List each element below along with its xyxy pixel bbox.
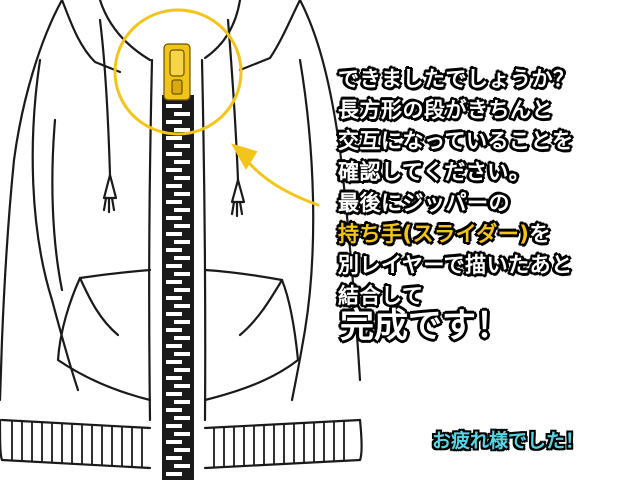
zipper-tooth [174,272,190,276]
left-sleeve-inner [31,58,80,392]
instruction-line: 交互になっていることを [338,129,574,153]
pointer-arrow [243,156,320,207]
zipper-tooth [166,376,182,380]
zipper-tooth [166,184,182,188]
instruction-line: 最後にジッパーの [338,191,510,215]
zipper-tooth [166,136,182,140]
zipper-tooth [174,352,190,356]
completion-text: 完成です！ [340,306,510,346]
instruction-line: 別レイヤーで描いたあと [338,253,573,277]
slider-highlight-text: 持ち手(スライダー) [338,222,530,246]
zipper-tooth [174,256,190,260]
zipper-tooth [174,336,190,340]
zipper-tooth [174,448,190,452]
zipper-tooth [174,288,190,292]
zipper-tooth [174,144,190,148]
zipper-tooth [166,200,182,204]
zipper-tooth [166,424,182,428]
highlight-circle [113,8,243,136]
zipper-tooth [174,416,190,420]
zipper-tooth [166,168,182,172]
instruction-line: 長方形の段がきちんと [338,98,553,122]
right-sleeve-inner [290,58,315,402]
zipper-tooth [174,432,190,436]
zipper-tooth [174,304,190,308]
instruction-line: 確認してください。 [338,160,531,184]
left-sleeve-fold [51,118,64,292]
zipper-tooth [166,296,182,300]
zipper-tooth [174,224,190,228]
zipper-tooth [166,232,182,236]
zipper-tooth [166,360,182,364]
zipper-tooth [166,456,182,460]
zipper-tooth [174,208,190,212]
seam-right [200,58,207,422]
zipper-tooth [166,152,182,156]
zipper-teeth [166,104,190,476]
zipper-tooth [174,464,190,468]
drawstring-left [98,18,112,177]
zipper-tooth [174,240,190,244]
zipper-tooth [166,312,182,316]
instruction-fragment: を [529,222,551,246]
waistband [0,418,362,470]
thanks-text: お疲れ様でした！ [432,430,585,452]
zipper-slider [163,43,191,101]
zipper-tooth [174,112,190,116]
zipper-tooth [166,280,182,284]
hood-outline [60,0,302,74]
zipper-tooth [174,160,190,164]
body-right-outline [298,0,362,382]
instruction-line: できましたでしょうか？ [338,67,575,91]
zipper-tooth [174,176,190,180]
zipper-tooth [166,104,182,108]
pocket-right [203,268,300,402]
zipper-tooth [166,120,182,124]
zipper-tooth [166,216,182,220]
instruction-line: 持ち手(スライダー)を [338,219,575,250]
zipper-tooth [166,472,182,476]
zipper-tooth [166,440,182,444]
zipper-tooth [174,128,190,132]
zipper-tooth [174,320,190,324]
seam-left [148,58,154,422]
zipper-tooth [166,392,182,396]
zipper-tooth [166,264,182,268]
zipper-tooth [166,408,182,412]
pocket-left [56,268,152,402]
body-left-outline [0,0,64,402]
zipper-tape [162,95,194,480]
zipper-tooth [166,344,182,348]
zipper-tooth [174,368,190,372]
zipper-tooth [174,384,190,388]
zipper-tooth [174,400,190,404]
instruction-line: 結合して [338,284,424,308]
zipper-tooth [174,192,190,196]
instruction-text: できましたでしょうか？ 長方形の段がきちんと 交互になっていることを 確認してく… [338,64,575,312]
zipper-tooth [166,248,182,252]
zipper-tooth [166,328,182,332]
